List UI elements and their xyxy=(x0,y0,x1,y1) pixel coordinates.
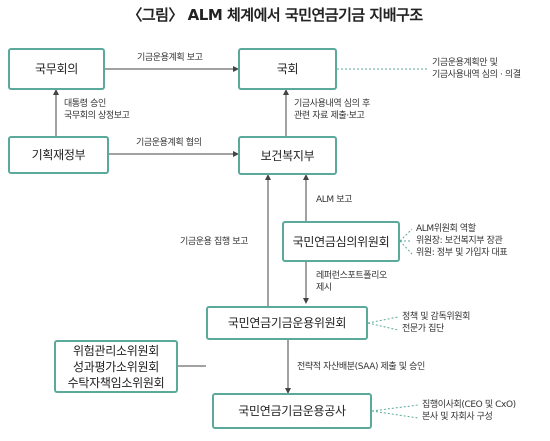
node-investment: 국민연금기금운용위원회 xyxy=(206,306,368,340)
note-deliberation: ALM위원회 역할 위원장: 보건복지부 장관 위원: 정부 및 가입자 대표 xyxy=(416,223,508,259)
subcommittee-risk: 위험관리소위원회 xyxy=(73,343,159,358)
note-investment: 정책 및 감독위원회 전문가 집단 xyxy=(402,311,470,335)
note-assembly: 기금운용계획안 및 기금사용내역 심의 · 의결 xyxy=(432,57,521,81)
label-cabinet-assembly: 기금운용계획 보고 xyxy=(137,53,203,63)
node-mohw: 보건복지부 xyxy=(238,136,337,175)
label-execution-report: 기금운용 집행 보고 xyxy=(180,237,248,247)
note-nps: 집행이사회(CEO 및 CxO) 본사 및 자회사 구성 xyxy=(422,399,516,423)
note-deliberation-line2: 위원장: 보건복지부 장관 xyxy=(416,236,503,246)
label-reference-portfolio-line1: 레퍼런스포트폴리오 xyxy=(316,271,387,281)
note-nps-line1: 집행이사회(CEO 및 CxO) xyxy=(422,400,516,410)
label-cabinet-moef: 대통령 승인 국무회의 상정보고 xyxy=(64,98,130,122)
diagram-title: 〈그림〉 ALM 체계에서 국민연금기금 지배구조 xyxy=(127,6,423,24)
label-reference-portfolio-line2: 제시 xyxy=(316,283,332,293)
note-investment-line2: 전문가 집단 xyxy=(402,324,444,334)
note-investment-line1: 정책 및 감독위원회 xyxy=(402,312,470,322)
subcommittee-performance: 성과평가소위원회 xyxy=(73,359,159,374)
node-assembly: 국회 xyxy=(238,48,337,90)
node-moef: 기획재정부 xyxy=(8,136,109,174)
node-subcommittees: 위험관리소위원회 성과평가소위원회 수탁자책임소위원회 xyxy=(54,340,178,393)
node-cabinet: 국무회의 xyxy=(8,48,105,90)
label-alm-report: ALM 보고 xyxy=(316,195,352,205)
leader-deliberation-1 xyxy=(399,228,413,242)
label-cabinet-moef-line2: 국무회의 상정보고 xyxy=(64,111,130,121)
node-deliberation: 국민연금심의위원회 xyxy=(282,221,400,262)
note-nps-line2: 본사 및 자회사 구성 xyxy=(422,412,493,422)
label-mohw-assembly-line1: 기금사용내역 심의 후 xyxy=(294,99,370,109)
leader-investment-2 xyxy=(367,322,399,331)
label-saa: 전략적 자산배분(SAA) 제출 및 승인 xyxy=(297,362,425,372)
label-reference-portfolio: 레퍼런스포트폴리오 제시 xyxy=(316,270,387,294)
note-deliberation-line1: ALM위원회 역할 xyxy=(416,224,476,234)
leader-nps-1 xyxy=(371,404,419,412)
leader-deliberation-3 xyxy=(399,240,413,255)
leader-investment-1 xyxy=(367,316,399,324)
label-mohw-assembly-line2: 관련 자료 제출·보고 xyxy=(294,111,365,121)
note-deliberation-line3: 위원: 정부 및 가입자 대표 xyxy=(416,248,508,258)
note-assembly-line2: 기금사용내역 심의 · 의결 xyxy=(432,70,521,80)
label-mohw-assembly: 기금사용내역 심의 후 관련 자료 제출·보고 xyxy=(294,98,370,122)
note-assembly-line1: 기금운용계획안 및 xyxy=(432,58,498,68)
leader-nps-2 xyxy=(371,410,419,419)
subcommittee-stewardship: 수탁자책임소위원회 xyxy=(67,375,165,390)
label-moef-mohw: 기금운용계획 협의 xyxy=(136,138,202,148)
node-nps: 국민연금기금운용공사 xyxy=(212,393,372,429)
label-cabinet-moef-line1: 대통령 승인 xyxy=(64,99,106,109)
